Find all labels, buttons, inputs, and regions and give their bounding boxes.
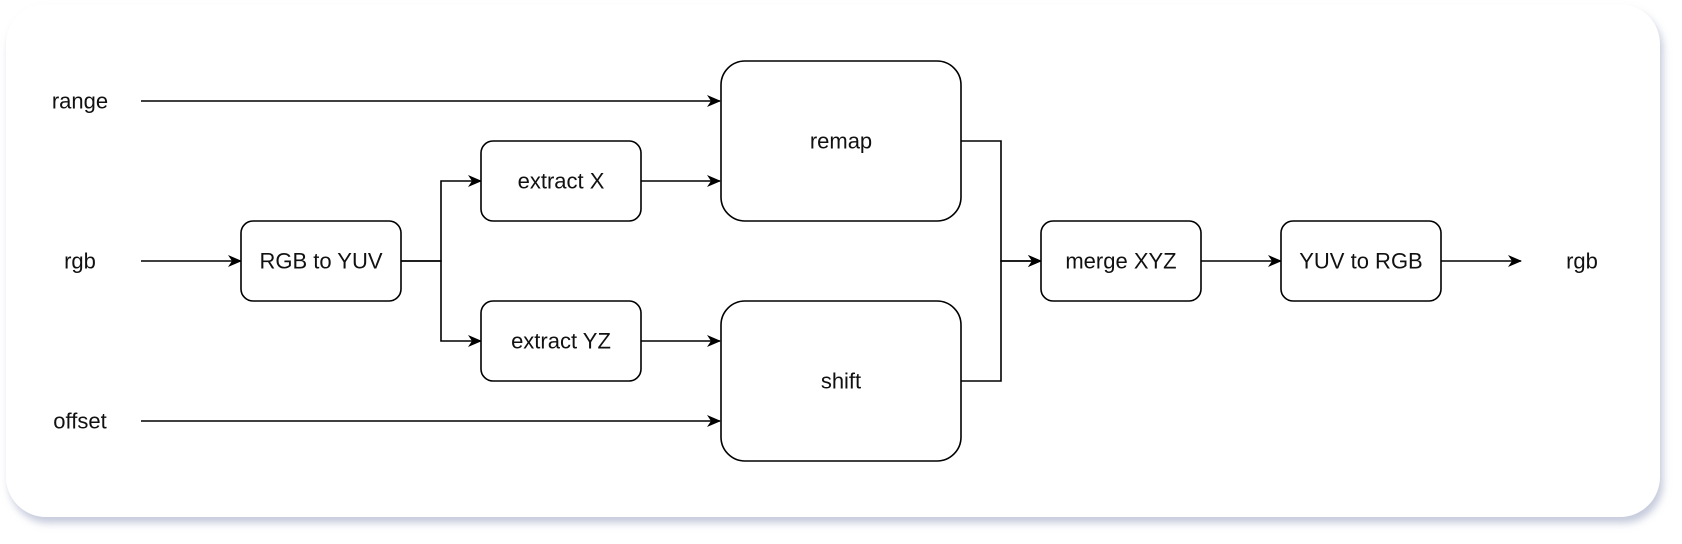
node-extract-x[interactable]: extract X xyxy=(480,140,642,222)
input-label-range: range xyxy=(52,89,108,114)
node-label-remap: remap xyxy=(810,129,872,154)
node-shift[interactable]: shift xyxy=(720,300,962,462)
node-label-extract-x: extract X xyxy=(518,169,605,194)
node-label-yuv-to-rgb: YUV to RGB xyxy=(1299,249,1422,274)
node-label-merge-xyz: merge XYZ xyxy=(1065,249,1176,274)
node-label-shift: shift xyxy=(821,369,861,394)
edge-rgb-to-yuv-to-extract-yz xyxy=(401,260,482,347)
node-label-extract-yz: extract YZ xyxy=(511,329,611,354)
node-rgb-to-yuv[interactable]: RGB to YUV xyxy=(240,220,402,302)
edge-shift-to-merge-xyz xyxy=(961,255,1042,382)
output-label-rgb: rgb xyxy=(1566,249,1598,274)
edge-rgb-to-yuv-to-extract-x xyxy=(401,175,482,262)
node-remap[interactable]: remap xyxy=(720,60,962,222)
node-merge-xyz[interactable]: merge XYZ xyxy=(1040,220,1202,302)
node-yuv-to-rgb[interactable]: YUV to RGB xyxy=(1280,220,1442,302)
input-label-rgb: rgb xyxy=(64,249,96,274)
node-extract-yz[interactable]: extract YZ xyxy=(480,300,642,382)
node-label-rgb-to-yuv: RGB to YUV xyxy=(259,249,382,274)
input-label-offset: offset xyxy=(53,409,106,434)
edge-remap-to-merge-xyz xyxy=(961,140,1042,267)
